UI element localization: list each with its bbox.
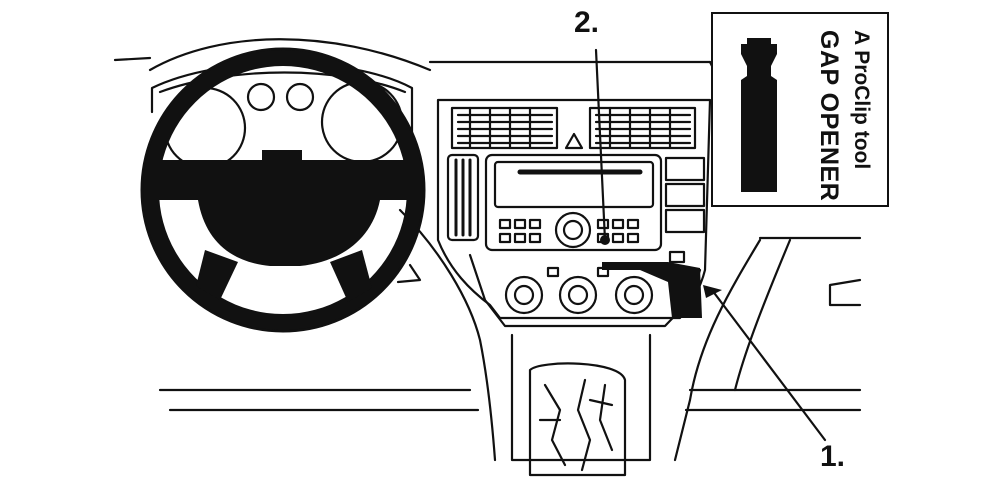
dash-upper-curve <box>148 38 432 72</box>
console-left-side <box>398 208 497 462</box>
radio-knob-inner <box>562 219 584 241</box>
radio-display <box>493 160 655 209</box>
climate-knob-right <box>614 275 654 315</box>
tool-subtitle: A ProClip tool <box>850 30 873 170</box>
radio-buttons-left <box>498 218 542 244</box>
climate-knob-left-inner <box>513 284 535 306</box>
glovebox-handle <box>828 278 862 307</box>
gap-opener-tool-box: GAP OPENER A ProClip tool <box>711 12 889 207</box>
radio-unit <box>484 153 663 252</box>
cluster-hood-inner <box>158 71 407 94</box>
radio-knob <box>554 211 592 249</box>
vent-top-left <box>450 106 559 150</box>
gap-opener-tip <box>703 285 722 298</box>
vent-top-right <box>588 106 697 150</box>
callout-1-leader <box>710 288 827 442</box>
vent-vertical <box>468 106 672 150</box>
gear-boot-outline <box>528 362 627 477</box>
gear-boot-folds <box>538 378 614 472</box>
spoke-right <box>330 250 372 302</box>
climate-knob-right-inner <box>623 284 645 306</box>
side-vent <box>446 153 480 242</box>
dash-left-strut <box>396 263 422 284</box>
hub-top-detail <box>262 150 302 162</box>
console-right-outer <box>733 238 792 392</box>
climate-knob-center-inner <box>567 284 589 306</box>
steering-hub <box>150 160 418 266</box>
gauge-small-1 <box>246 82 276 112</box>
stack-button-2 <box>664 182 706 208</box>
climate-knob-center <box>558 275 598 315</box>
mount-pin-top <box>600 235 610 245</box>
callout-label-2: 2. <box>574 6 600 39</box>
stack-button-3 <box>664 208 706 234</box>
vent-slats <box>456 113 692 145</box>
callout-2-leader <box>594 48 607 242</box>
tool-title: GAP OPENER <box>815 30 843 202</box>
climate-knob-left <box>504 275 544 315</box>
dash-top-line <box>113 56 712 64</box>
spoke-left <box>196 250 238 300</box>
stack-button-1 <box>664 156 706 182</box>
side-vent-slats <box>454 158 472 237</box>
tool-text-area: GAP OPENER A ProClip tool <box>795 30 881 202</box>
gear-tunnel <box>510 333 652 462</box>
callout-label-1: 1. <box>820 440 846 473</box>
hazard-icon <box>564 132 584 150</box>
mount-clip-device <box>602 262 702 318</box>
gap-opener-tool-icon <box>741 38 777 192</box>
gauge-small-2 <box>285 82 315 112</box>
